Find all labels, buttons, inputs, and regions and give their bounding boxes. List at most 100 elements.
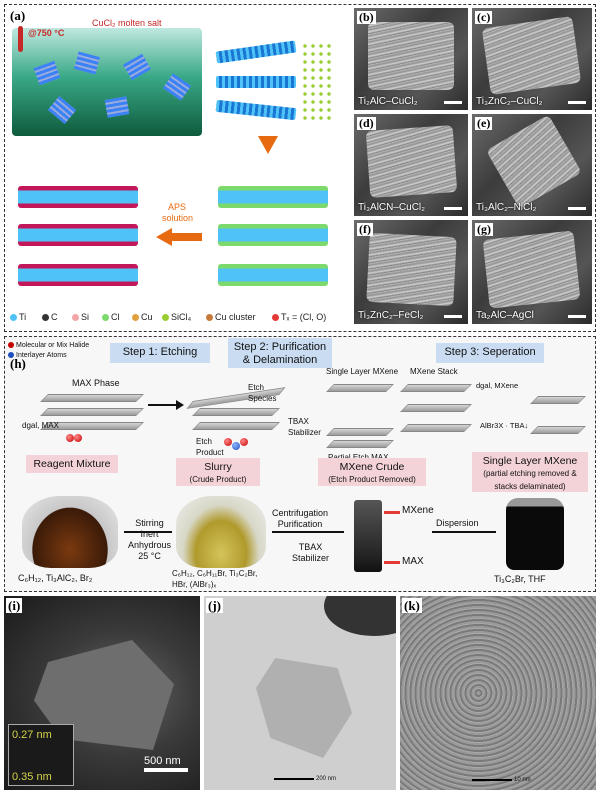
sem-panel-e: (e) Ti₃AlC₂–NiCl₂ [472,114,592,216]
scale-label-i: 500 nm [144,755,181,767]
etching-plate [192,408,280,416]
panel-j-label: (j) [206,598,223,613]
crystal-stack [365,232,457,306]
panel-e-label: (e) [475,116,493,130]
crystal-stack [483,229,581,308]
legend-ti: Ti [10,312,26,322]
legend-si: Si [72,312,89,322]
step-3-box: Step 3: Seperation [436,343,544,363]
panel-f-label: (f) [357,222,373,236]
step-2-box: Step 2: Purification& Delamination [228,338,332,368]
panel-g-caption: Ta₂AlC–AgCl [476,310,534,321]
max-crystal [104,96,130,118]
blue-ball-icon [8,352,14,359]
arrow-right-icon [148,404,178,406]
panel-i: (i) 0.27 nm 0.35 nm 500 nm [4,596,200,790]
crystal-stack [367,22,455,90]
panel-c-label: (c) [475,10,493,24]
process-arrow-1 [124,531,172,533]
panel-a-label: (a) [8,8,28,23]
mxene-stack-plate [400,404,472,412]
partial-etch-label: Partial Etch MAX [328,452,388,463]
cl-species [301,42,331,122]
panel-j: (j) 200 nm [204,596,396,790]
red-ball-icon [8,342,14,349]
sem-panel-b: (b) Ti₂AlC–CuCl₂ [354,8,468,110]
legend-sicl4: SiCl₄ [162,312,191,322]
d-spacing-1: 0.27 nm [12,729,52,741]
step-1-box: Step 1: Etching [110,343,210,363]
legend-dot [102,314,109,322]
scale-bar [568,101,586,104]
process-arrow-2 [272,531,344,533]
mxene-stack-label: MXene Stack [410,367,458,376]
legend-dot [272,314,279,322]
etch-product-molecule [224,438,232,446]
tem-grid-dark-region [324,596,396,636]
dispersion-label: Dispersion [436,518,479,528]
red-arrow-mxene [384,511,400,514]
top-figure-frame [4,4,596,332]
halide-molecule [66,434,74,442]
single-layer-plate [326,384,394,392]
mxene-sheet-2 [18,224,138,246]
panel-a: (a) @750 °C CuCl₂ molten salt APS soluti… [6,6,346,330]
scale-label-k: 10 nm [514,777,531,783]
scale-bar [568,315,586,318]
intermediate-sheet-3 [218,264,328,286]
scale-bar [444,207,462,210]
single-layer-box: Single Layer MXene(partial etching remov… [472,452,588,492]
legend-interlayer: Interlayer Atoms [8,350,67,361]
etch-product-molecule [232,442,240,450]
legend-halide: Molecular or Mix Halide [8,340,89,351]
mxene-arrow-label: MXene [402,505,434,516]
crystal-stack [486,114,583,210]
final-flask-photo [506,498,564,570]
dgal-max-label: dgal, MAX [22,421,59,430]
albr-label: AlBr3X · TBA↓ [480,421,529,430]
partial-etch-plate [326,440,394,448]
layered-structure-2 [216,76,296,88]
reagent-flask-photo [22,496,118,568]
layered-structure-1 [215,40,297,64]
mxene-stack-plate [400,384,472,392]
legend-c: C [42,312,58,322]
panel-c-caption: Ti₃ZnC₂–CuCl₂ [476,96,543,107]
panel-k-label: (k) [402,598,422,613]
final-formula: Ti₃C₂Br, THF [494,574,546,584]
sem-panel-f: (f) Ti₃ZnC₂–FeCl₂ [354,220,468,324]
panel-b-label: (b) [357,10,376,24]
mxene-sheet-3 [18,264,138,286]
legend-cl: Cl [102,312,120,322]
panel-e-caption: Ti₃AlC₂–NiCl₂ [476,202,537,213]
max-phase-label: MAX Phase [72,378,120,388]
reagents-formula: C₆H₁₂, Ti₃AlC₂, Br₂ [18,573,93,583]
max-plate [40,394,144,402]
reagent-mixture-box: Reagent Mixture [26,455,118,473]
legend-dot [42,314,49,322]
legend-cu: Cu [132,312,153,322]
sem-panel-g: (g) Ta₂AlC–AgCl [472,220,592,324]
crystal-stack [365,125,457,199]
legend-dot [162,314,169,322]
centrifuge-tube-photo [354,500,382,572]
legend-dot [72,314,79,322]
mxene-crude-box: MXene Crude(Etch Product Removed) [318,458,426,486]
scale-label-j: 200 nm [316,776,337,782]
solution-label: solution [162,213,194,223]
panel-a-legend: Ti C Si Cl Cu SiCl₄ Cu cluster Tₓ = (Cl,… [10,312,346,326]
final-plate [530,396,586,404]
panel-f-caption: Ti₃ZnC₂–FeCl₂ [358,310,424,321]
etch-product-molecule [240,438,248,446]
legend-dot [10,314,17,322]
dgal-mxene-label: dgal, MXene [476,381,519,390]
single-layer-label: Single Layer MXene [326,367,399,376]
process-arrow-3 [432,531,496,533]
mxene-stack-plate [400,424,472,432]
tem-nanosheet [256,658,352,758]
fft-inset [8,724,74,786]
aps-label: APS [168,202,187,212]
sem-panel-c: (c) Ti₃ZnC₂–CuCl₂ [472,8,592,110]
